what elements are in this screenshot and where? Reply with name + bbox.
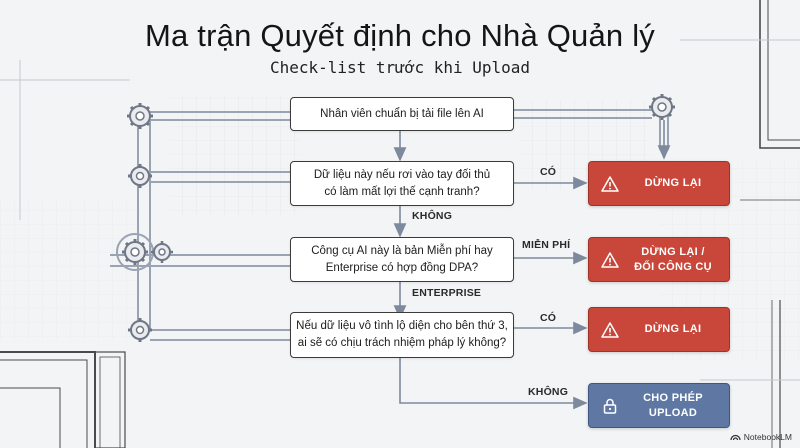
question-3-line-1: Nếu dữ liệu vô tình lộ diện cho bên thứ … xyxy=(296,320,508,333)
notebooklm-logo-icon xyxy=(730,434,741,441)
outcome-allow-upload: CHO PHÉP UPLOAD xyxy=(588,383,730,428)
footer-brand: NotebookLM xyxy=(730,432,792,442)
gear-icon xyxy=(128,318,152,342)
outcome-stop-change-tool: DỪNG LẠI / ĐỔI CÔNG CỤ xyxy=(588,237,730,282)
gear-icon xyxy=(127,103,153,129)
question-box-2: Công cụ AI này là bản Miễn phí hay Enter… xyxy=(290,237,514,282)
gear-icon xyxy=(128,164,152,188)
question-1-line-1: Dữ liệu này nếu rơi vào tay đối thủ xyxy=(313,168,491,181)
outcome-stop-3-label: DỪNG LẠI xyxy=(644,323,702,336)
start-box-label: Nhân viên chuẩn bị tải file lên AI xyxy=(320,107,484,120)
outcome-stop-2-line-1: DỪNG LẠI / xyxy=(641,245,705,258)
warning-icon xyxy=(601,251,619,268)
frame-decoration xyxy=(0,351,126,448)
question-1-line-2: có làm mất lợi thế cạnh tranh? xyxy=(324,185,480,198)
edge-label-q1-no: KHÔNG xyxy=(412,210,453,222)
gear-icon xyxy=(649,94,675,120)
page-title: Ma trận Quyết định cho Nhà Quản lý xyxy=(145,18,655,53)
page-subtitle: Check-list trước khi Upload xyxy=(269,58,531,77)
edge-label-q2-free: MIỄN PHÍ xyxy=(522,239,571,251)
question-2-line-2: Enterprise có hợp đồng DPA? xyxy=(325,261,479,274)
grid-patch xyxy=(0,200,140,340)
question-box-3: Nếu dữ liệu vô tình lộ diện cho bên thứ … xyxy=(290,312,514,358)
question-3-line-2: ai sẽ có chịu trách nhiệm pháp lý không? xyxy=(297,337,507,349)
gear-icon xyxy=(116,233,154,271)
gear-icon xyxy=(151,241,173,263)
arrow-q3-to-allow xyxy=(399,356,588,410)
frame-decoration xyxy=(740,0,800,448)
edge-label-q1-yes: CÓ xyxy=(540,166,557,178)
sketch-lines xyxy=(0,39,800,381)
start-box: Nhân viên chuẩn bị tải file lên AI xyxy=(290,97,514,131)
outcome-allow-label: CHO PHÉP UPLOAD xyxy=(643,391,703,419)
edge-label-q2-enterprise: ENTERPRISE xyxy=(412,287,482,299)
warning-icon xyxy=(601,175,619,192)
outcome-stop-2-label: DỪNG LẠI / ĐỔI CÔNG CỤ xyxy=(623,245,723,275)
outcome-stop-1: DỪNG LẠI xyxy=(588,161,730,206)
grid-patch xyxy=(170,95,300,215)
edge-label-q3-no: KHÔNG xyxy=(528,386,569,398)
lock-icon xyxy=(603,398,617,414)
outcome-stop-3: DỪNG LẠI xyxy=(588,307,730,352)
question-2-line-1: Công cụ AI này là bản Miễn phí hay xyxy=(311,244,493,257)
edge-label-q3-yes: CÓ xyxy=(540,312,557,324)
outcome-stop-2-line-2: ĐỔI CÔNG CỤ xyxy=(634,260,712,273)
warning-icon xyxy=(601,321,619,338)
question-box-1: Dữ liệu này nếu rơi vào tay đối thủ có l… xyxy=(290,161,514,206)
outcome-stop-1-label: DỪNG LẠI xyxy=(644,177,702,190)
footer-brand-label: NotebookLM xyxy=(743,432,792,442)
